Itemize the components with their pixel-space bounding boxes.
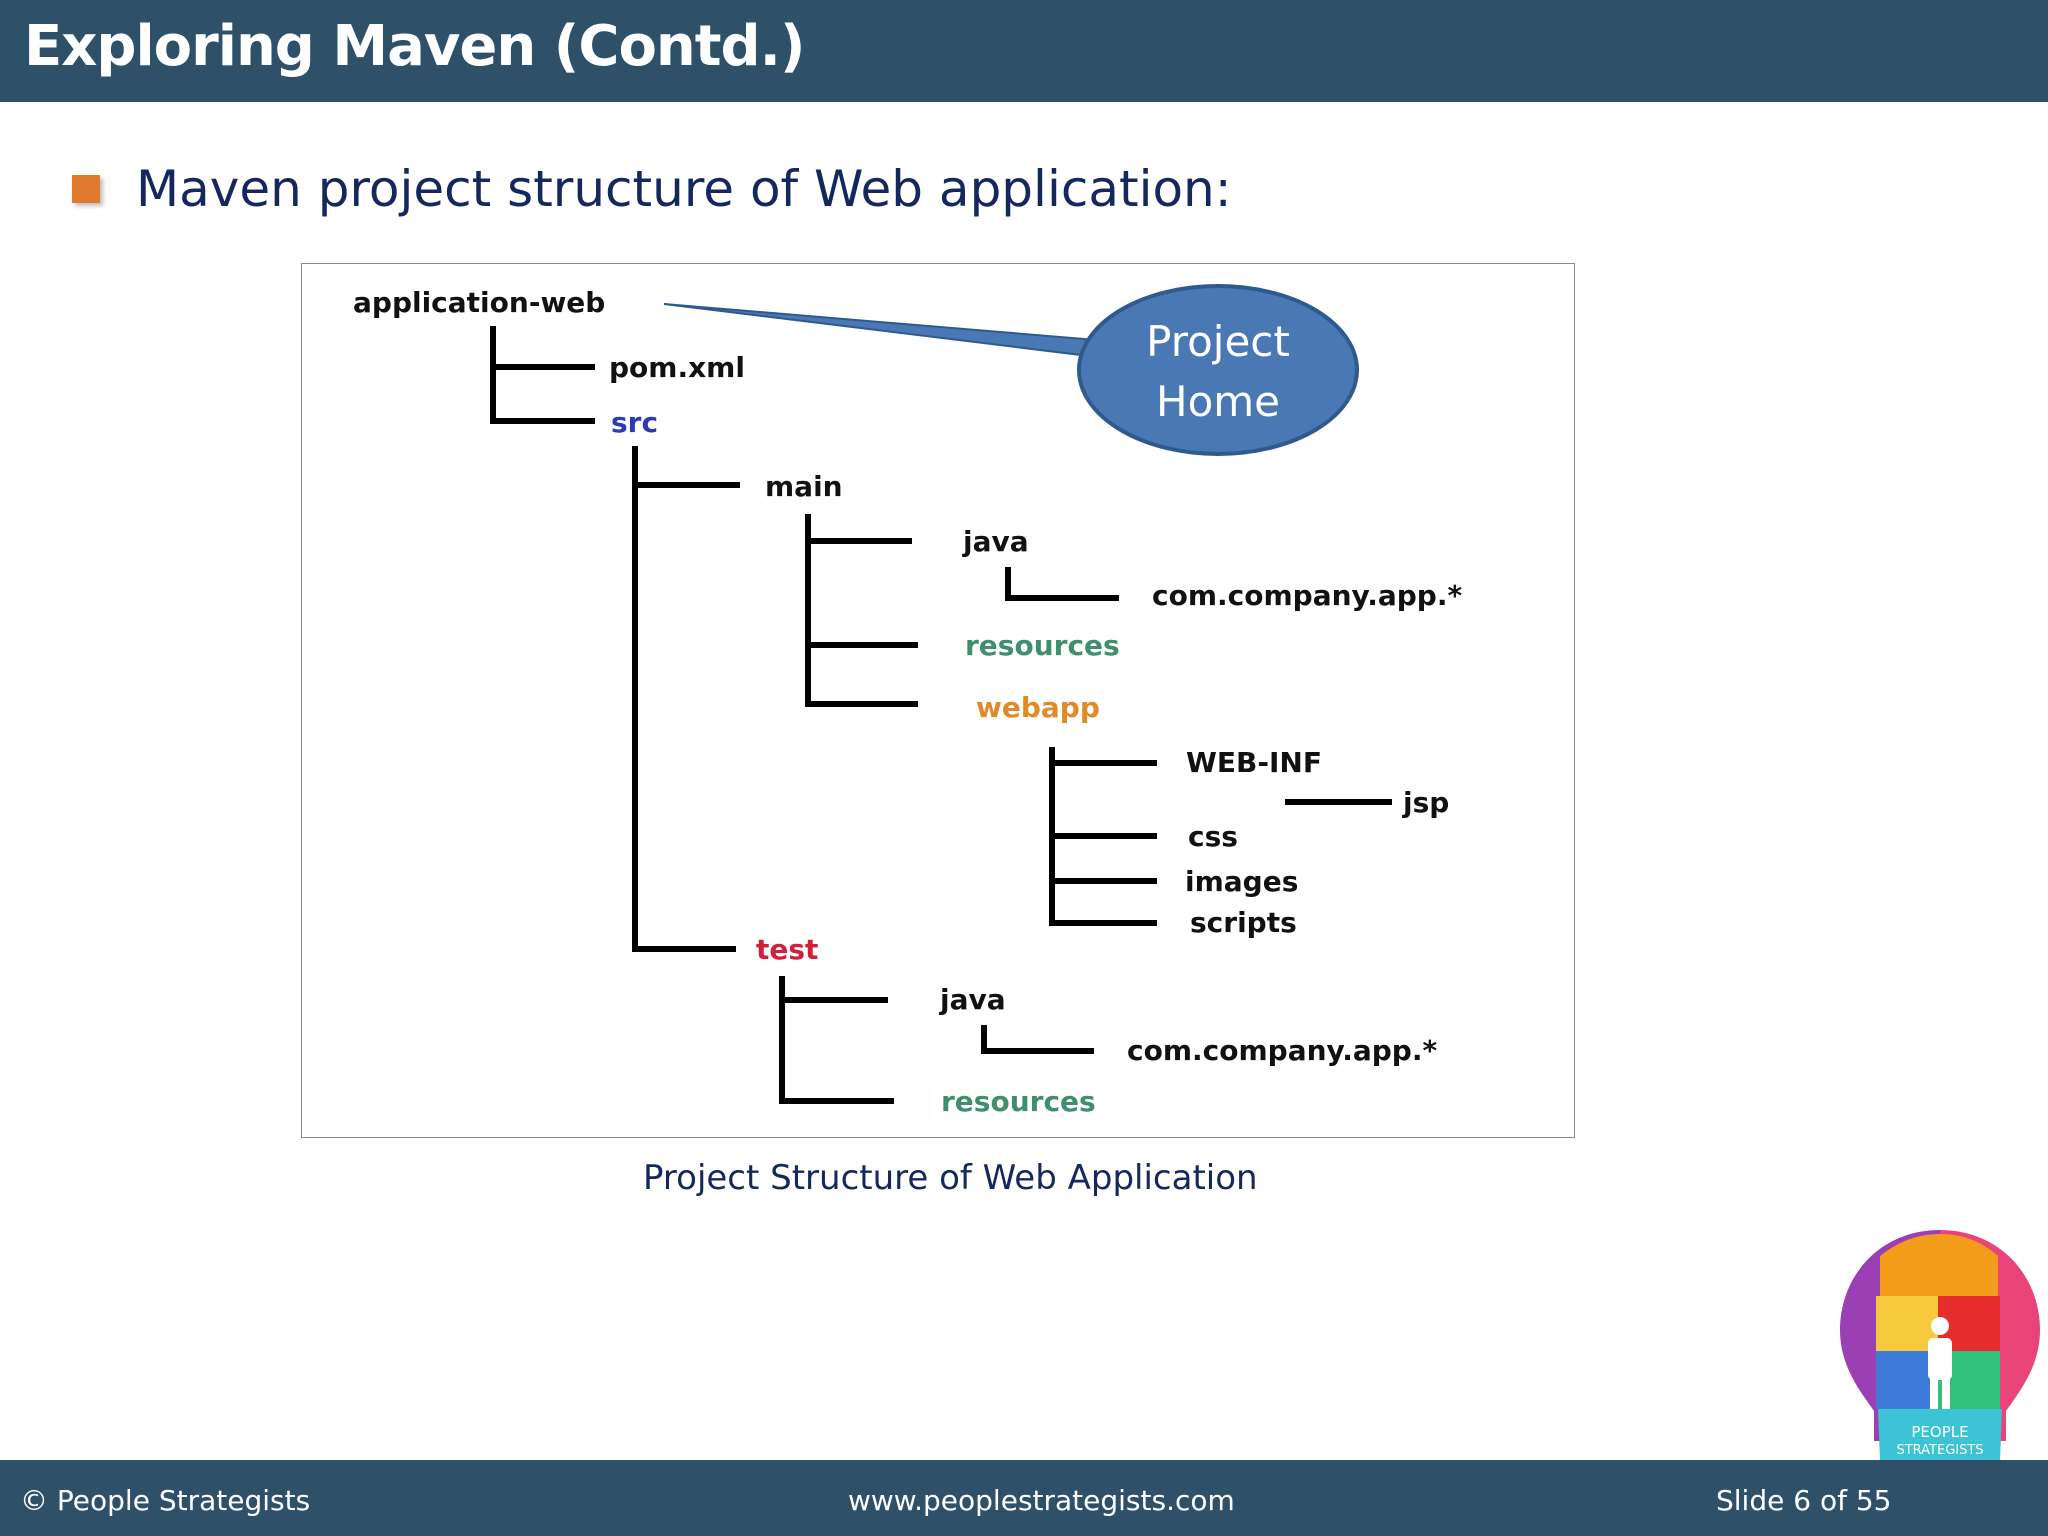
node-test-package: com.company.app.* — [1127, 1034, 1437, 1067]
node-main-java: java — [962, 525, 1029, 558]
footer-slide-number: Slide 6 of 55 — [1716, 1484, 1892, 1517]
node-test: test — [756, 933, 818, 966]
node-main-resources: resources — [965, 629, 1120, 662]
logo-text-line1: PEOPLE — [1911, 1423, 1968, 1441]
node-pom-xml: pom.xml — [609, 351, 745, 384]
callout-bubble — [1077, 284, 1359, 456]
bullet-square-icon — [72, 175, 100, 203]
bullet-text: Maven project structure of Web applicati… — [136, 160, 1232, 218]
footer-website: www.peoplestrategists.com — [848, 1484, 1235, 1517]
callout-line2: Home — [1156, 377, 1280, 426]
project-structure-diagram: Project Home — [301, 263, 1575, 1138]
slide-title: Exploring Maven (Contd.) — [24, 14, 806, 79]
node-images: images — [1185, 865, 1298, 898]
node-main-package: com.company.app.* — [1152, 579, 1462, 612]
node-web-inf: WEB-INF — [1186, 746, 1322, 779]
figure-caption: Project Structure of Web Application — [643, 1158, 1258, 1198]
node-test-resources: resources — [941, 1085, 1096, 1118]
node-css: css — [1188, 820, 1238, 853]
node-jsp: jsp — [1402, 786, 1449, 819]
tree-diagram-svg: Project Home — [353, 284, 1462, 1118]
logo-text-line2: STRATEGISTS — [1896, 1443, 1983, 1458]
node-application-web: application-web — [353, 286, 605, 319]
slide-header: Exploring Maven (Contd.) — [0, 0, 2048, 102]
slide-footer: © People Strategists www.peoplestrategis… — [0, 1460, 2048, 1536]
callout-line1: Project — [1146, 317, 1290, 366]
node-scripts: scripts — [1190, 906, 1297, 939]
tree-connectors — [490, 326, 1392, 1104]
node-webapp: webapp — [976, 691, 1100, 724]
node-main: main — [765, 470, 843, 503]
node-src: src — [611, 406, 658, 439]
node-test-java: java — [939, 983, 1006, 1016]
footer-copyright: © People Strategists — [20, 1484, 311, 1517]
